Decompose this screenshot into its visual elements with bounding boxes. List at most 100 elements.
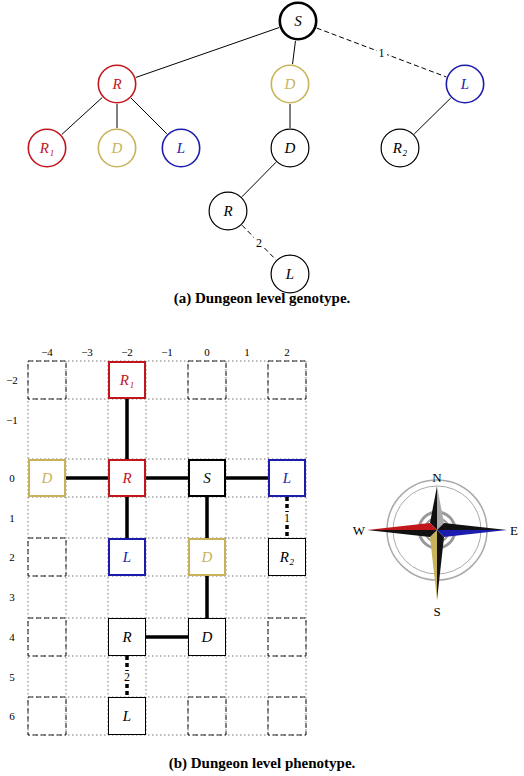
room-node: L — [108, 538, 146, 576]
tree-edge — [131, 98, 167, 134]
tree-node: R₂ — [380, 128, 420, 168]
tree-edge — [242, 162, 276, 196]
axis-number: −1 — [161, 347, 173, 358]
node-label: L — [461, 77, 469, 92]
node-label: D — [285, 141, 296, 156]
node-label: R₂ — [280, 550, 294, 565]
node-label: R — [122, 630, 131, 645]
node-label: R₁ — [120, 373, 134, 388]
tree-edge — [242, 225, 276, 259]
axis-number: −3 — [81, 347, 93, 358]
compass-letter: N — [432, 471, 441, 484]
tree-edge — [117, 104, 118, 128]
node-label: R₁ — [40, 141, 54, 156]
room-node: R — [108, 459, 146, 497]
room-node: D — [28, 459, 66, 497]
circle-shape — [446, 65, 483, 102]
node-label: S — [203, 471, 211, 486]
tree-edge — [136, 28, 279, 78]
node-label: D — [202, 550, 213, 565]
axis-number: −2 — [6, 375, 18, 386]
room-corridor — [205, 576, 209, 618]
axis-number: 1 — [9, 513, 15, 524]
room-corridor — [66, 476, 108, 480]
axis-number: 4 — [9, 632, 15, 643]
tree-node: L — [270, 254, 310, 294]
node-label: D — [112, 141, 123, 156]
tree-node: R — [208, 191, 248, 231]
compass-letter: E — [510, 524, 518, 537]
tree-edge — [317, 28, 447, 77]
node-label: S — [294, 14, 302, 29]
room-corridor — [146, 635, 188, 639]
room-node: L — [108, 697, 146, 735]
compass-rose — [367, 480, 507, 600]
edge-label: 1 — [282, 512, 292, 524]
tree-node: S — [278, 1, 318, 41]
circle-shape — [162, 129, 199, 166]
tree-edge — [414, 98, 450, 134]
axis-number: 6 — [9, 711, 15, 722]
room-corridor — [125, 497, 129, 538]
tree-node: D — [270, 64, 310, 104]
circle-shape — [98, 129, 135, 166]
caption: (a) Dungeon level genotype. — [174, 291, 351, 306]
node-label: D — [42, 471, 53, 486]
node-label: R — [122, 471, 131, 486]
node-label: R — [112, 77, 121, 92]
axis-number: 2 — [284, 347, 290, 358]
compass-letter: S — [433, 605, 440, 618]
circle-shape — [271, 255, 309, 293]
edge-label: 2 — [122, 671, 132, 683]
circle-shape — [271, 129, 309, 167]
room-node: R — [108, 618, 146, 656]
axis-number: 0 — [9, 473, 15, 484]
node-label: L — [286, 267, 294, 282]
axis-number: 3 — [9, 592, 15, 603]
circle-shape — [209, 192, 247, 230]
tree-edge — [62, 97, 102, 134]
tree-edge — [293, 41, 296, 64]
room-node: R₂ — [268, 538, 306, 576]
circle-shape — [271, 65, 308, 102]
axis-number: −1 — [6, 415, 18, 426]
node-label: R — [223, 204, 232, 219]
room-corridor — [125, 399, 129, 459]
room-node: D — [188, 618, 226, 656]
empty-cells — [28, 361, 306, 735]
compass-letter: W — [353, 524, 365, 537]
node-label: L — [177, 141, 185, 156]
tree-node: D — [97, 128, 137, 168]
edge-label: 2 — [254, 237, 264, 249]
node-label: D — [285, 77, 296, 92]
tree-edge — [290, 104, 291, 128]
room-node: D — [188, 538, 226, 576]
circle-shape — [280, 3, 316, 39]
circle-shape — [28, 129, 65, 166]
axis-number: −2 — [121, 347, 133, 358]
axis-number: 1 — [244, 347, 250, 358]
room-node: R₁ — [108, 361, 146, 399]
room-node: L — [268, 459, 306, 497]
circle-shape — [381, 129, 419, 167]
room-corridor — [146, 476, 188, 480]
axis-number: −4 — [41, 347, 53, 358]
tree-node: L — [161, 128, 201, 168]
node-label: L — [123, 709, 131, 724]
circle-shape — [98, 65, 135, 102]
node-label: L — [123, 550, 131, 565]
caption: (b) Dungeon level phenotype. — [169, 756, 356, 771]
node-label: R₂ — [393, 141, 407, 156]
node-label: D — [202, 630, 213, 645]
axis-number: 0 — [204, 347, 210, 358]
tree-node: D — [270, 128, 310, 168]
node-label: L — [283, 471, 291, 486]
room-corridor — [205, 497, 209, 538]
edge-label: 1 — [377, 47, 387, 59]
room-node: S — [188, 459, 226, 497]
axis-number: 2 — [9, 552, 15, 563]
axis-number: 5 — [9, 672, 15, 683]
